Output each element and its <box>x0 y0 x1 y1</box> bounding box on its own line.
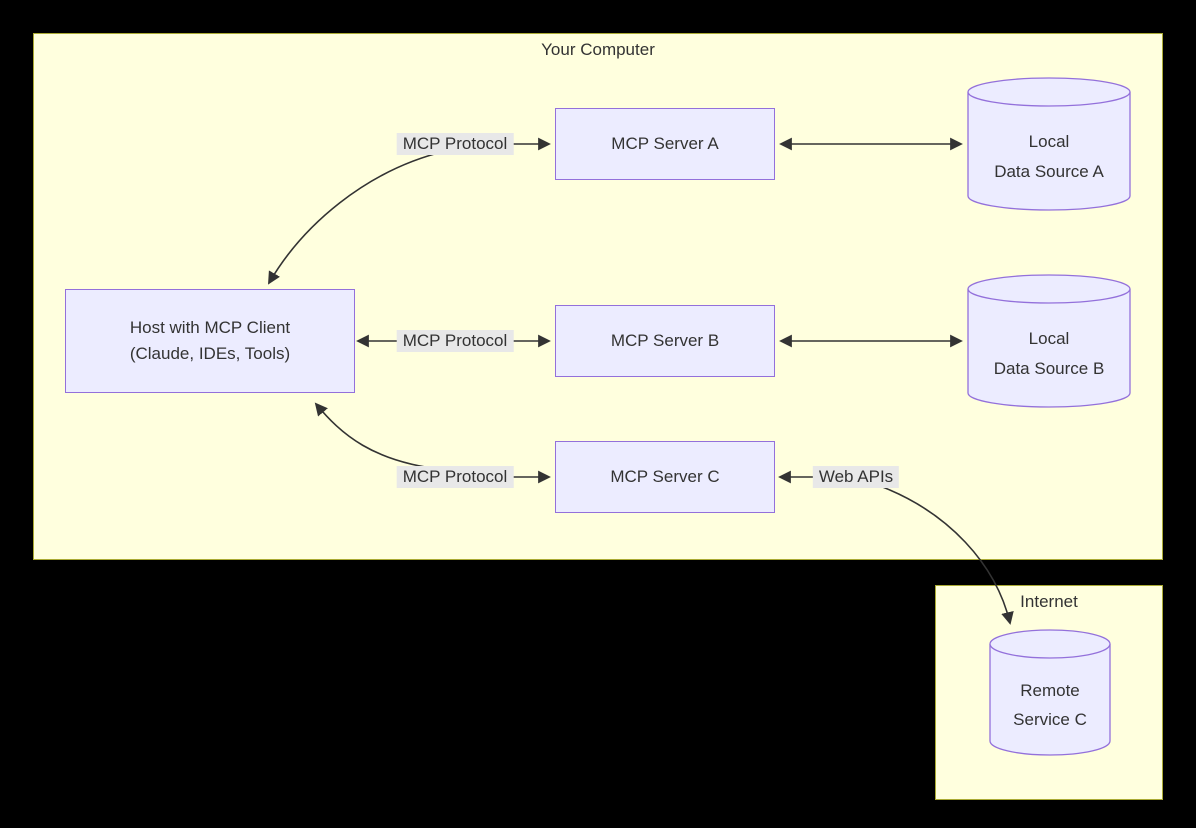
node-mcp-server-b-label: MCP Server B <box>610 331 720 350</box>
local-data-source-b-line1: Local <box>1028 329 1070 348</box>
node-local-data-source-a-label: Local Data Source A <box>968 127 1130 187</box>
edge-label-mcp-protocol-c: MCP Protocol <box>396 466 514 488</box>
local-data-source-a-line2: Data Source A <box>994 162 1104 181</box>
local-data-source-a-line1: Local <box>1028 132 1070 151</box>
node-host-label-line1: Host with MCP Client <box>129 318 291 337</box>
edge-label-mcp-protocol-b: MCP Protocol <box>396 330 514 352</box>
group-internet-label: Internet <box>1020 592 1078 611</box>
node-mcp-server-b: MCP Server B <box>555 305 775 377</box>
node-host-label-line2: (Claude, IDEs, Tools) <box>129 344 291 363</box>
remote-service-c-line1: Remote <box>1020 681 1080 700</box>
edge-label-mcp-protocol-a: MCP Protocol <box>396 133 514 155</box>
edge-label-web-apis: Web APIs <box>812 466 900 488</box>
node-remote-service-c-label: Remote Service C <box>990 676 1110 734</box>
node-mcp-server-c: MCP Server C <box>555 441 775 513</box>
node-local-data-source-b-label: Local Data Source B <box>968 324 1130 384</box>
node-mcp-server-a-label: MCP Server A <box>611 134 719 153</box>
node-host-with-mcp-client: Host with MCP Client (Claude, IDEs, Tool… <box>65 289 355 393</box>
node-mcp-server-a: MCP Server A <box>555 108 775 180</box>
remote-service-c-line2: Service C <box>1013 710 1087 729</box>
group-your-computer-label: Your Computer <box>541 40 655 59</box>
node-mcp-server-c-label: MCP Server C <box>610 467 720 486</box>
local-data-source-b-line2: Data Source B <box>993 359 1105 378</box>
